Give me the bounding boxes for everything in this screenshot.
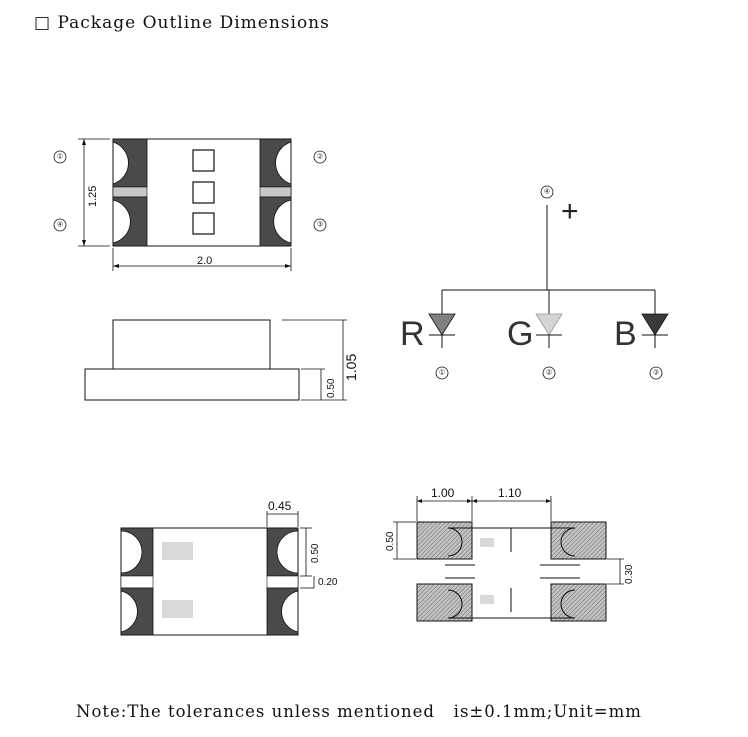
pin-2-marker (313, 150, 327, 164)
bottom-lower-window (162, 600, 193, 618)
top-height-dimension: 1.25 (87, 186, 99, 207)
layout-right-lower-pad (550, 583, 607, 622)
top-left-upper-electrode (112, 138, 148, 188)
green-pin-label: ② (546, 369, 552, 377)
bottom-right-lower-pad (266, 587, 299, 636)
pad-layout: 1.00 1.10 0.50 0.30 (385, 486, 635, 622)
chip-3 (192, 212, 215, 235)
red-diode-label: R (400, 315, 425, 353)
blue-pin-label: ③ (653, 369, 659, 377)
top-right-separator (259, 186, 292, 198)
pin-4-label: ④ (57, 221, 63, 229)
side-view-lens (112, 319, 271, 370)
common-anode-sign: + (561, 195, 579, 228)
top-right-upper-electrode (259, 138, 292, 188)
circuit-schematic: ④ + R ① G ② B ③ (400, 185, 669, 380)
top-width-dimension: 2.0 (197, 255, 212, 267)
side-base-height-dimension: 0.50 (326, 378, 337, 398)
layout-pad-length-dimension: 1.00 (431, 486, 455, 500)
side-view: 1.05 0.50 (84, 319, 359, 401)
layout-pad-spacing-dimension: 0.30 (624, 564, 635, 584)
pad-gap-dimension: 0.20 (318, 577, 338, 588)
green-diode-symbol (535, 313, 563, 336)
bottom-view: 0.45 0.50 0.20 (120, 499, 338, 636)
chip-2 (192, 181, 215, 204)
top-left-separator (112, 186, 148, 198)
chip-1 (192, 149, 215, 172)
common-pin-label: ④ (544, 188, 550, 196)
red-pin-label: ① (439, 369, 445, 377)
red-diode-symbol (428, 313, 456, 336)
red-pin-marker (435, 366, 449, 380)
blue-diode-symbol (641, 313, 669, 336)
bottom-right-upper-pad (266, 527, 299, 577)
pin-1-marker (53, 150, 67, 164)
pad-height-dimension: 0.50 (310, 543, 321, 563)
layout-upper-window (480, 538, 494, 547)
bottom-upper-window (162, 542, 193, 560)
layout-pad-height-dimension: 0.50 (385, 531, 396, 551)
common-pin-marker (540, 185, 554, 199)
green-diode-label: G (507, 315, 533, 353)
bottom-left-lower-pad (120, 587, 154, 636)
top-left-lower-electrode (112, 196, 148, 247)
green-pin-marker (542, 366, 556, 380)
bottom-left-upper-pad (120, 527, 154, 577)
side-view-base (84, 368, 300, 401)
side-total-height-dimension: 1.05 (343, 354, 359, 381)
pin-4-marker (53, 218, 67, 232)
blue-pin-marker (649, 366, 663, 380)
layout-lower-window (480, 595, 494, 604)
tolerance-note: Note:The tolerances unless mentioned is±… (76, 702, 642, 721)
pad-width-dimension: 0.45 (268, 499, 292, 513)
top-view: ① ④ ② ③ 1.25 2.0 (53, 138, 327, 271)
pin-2-label: ② (317, 153, 323, 161)
page-title: □ Package Outline Dimensions (34, 13, 330, 33)
pin-3-marker (313, 218, 327, 232)
pin-3-label: ③ (317, 221, 323, 229)
blue-diode-label: B (614, 315, 637, 353)
layout-pad-gap-dimension: 1.10 (498, 486, 522, 500)
top-right-lower-electrode (259, 196, 292, 247)
pin-1-label: ① (57, 153, 63, 161)
layout-left-lower-pad (416, 583, 473, 622)
